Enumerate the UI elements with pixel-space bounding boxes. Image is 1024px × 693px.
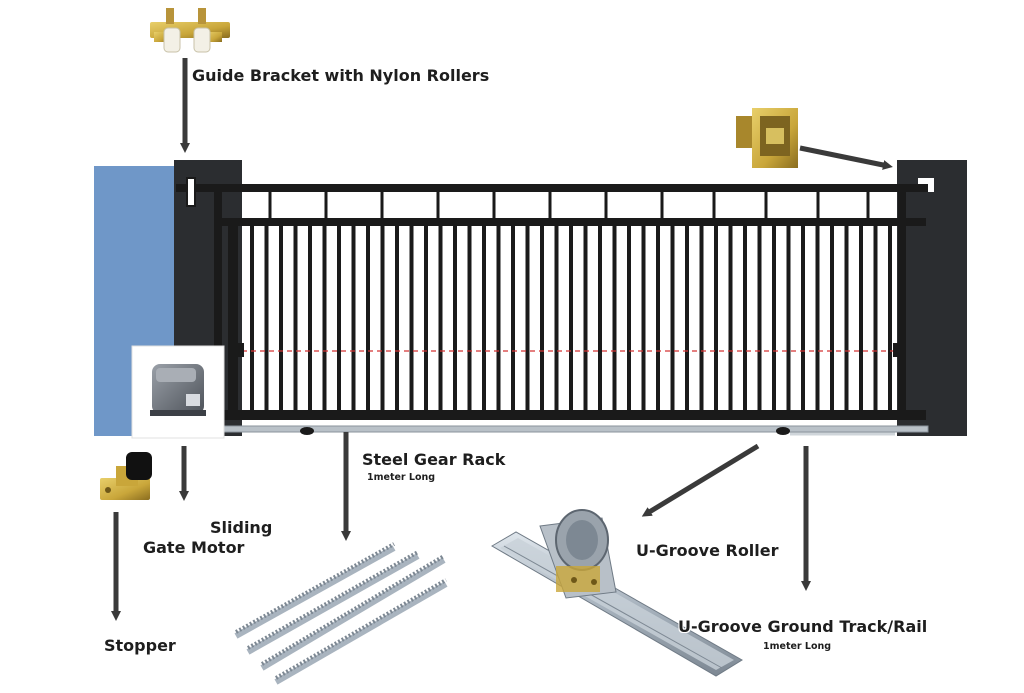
gate-picket	[569, 226, 573, 412]
gate-picket	[409, 226, 414, 412]
gate-picket	[525, 226, 530, 412]
gate-picket	[496, 226, 501, 412]
gear-rack-bar	[234, 545, 396, 639]
end-catch-bracket-icon	[736, 108, 798, 168]
gate-picket	[540, 226, 544, 412]
gear-rack-bar	[246, 553, 420, 655]
u-groove-track-label: U-Groove Ground Track/Rail	[678, 617, 928, 636]
gate-picket	[554, 226, 559, 412]
stopper-icon	[100, 452, 152, 500]
gate-picket	[424, 226, 428, 412]
upper-panel-dividers	[268, 190, 870, 220]
gate-picket	[757, 226, 762, 412]
gate-picket	[380, 226, 385, 412]
gate-picket	[308, 226, 312, 412]
gate-picket	[714, 226, 718, 412]
guide-bracket-label: Guide Bracket with Nylon Rollers	[192, 66, 490, 85]
gear-rack-teeth	[275, 578, 447, 680]
gear-rack-bar	[274, 581, 448, 685]
gate-picket	[772, 226, 776, 412]
gate-picket	[801, 226, 805, 412]
gate-picket	[685, 226, 689, 412]
gate-picket	[859, 226, 863, 412]
gate-picket	[627, 226, 631, 412]
left-stop-block	[238, 343, 244, 357]
gate-picket	[395, 226, 399, 412]
gate-picket	[293, 226, 298, 412]
gate-picket	[612, 226, 617, 412]
stopper-label: Stopper	[104, 636, 176, 655]
gate-picket	[844, 226, 849, 412]
gear-rack-icon	[234, 542, 448, 685]
gate-left-post	[214, 190, 222, 416]
arrows	[111, 58, 893, 621]
gate-picket	[366, 226, 370, 412]
arrow-end-catch	[799, 145, 893, 170]
u-groove-roller-label: U-Groove Roller	[636, 541, 779, 560]
gate-picket	[453, 226, 457, 412]
motor-icon	[131, 345, 225, 439]
gate-picket	[250, 226, 254, 412]
gate-bottom-rail	[214, 410, 926, 420]
gate-wheel-left	[300, 427, 314, 435]
right-stop-block	[893, 343, 899, 357]
gear-rack-bar	[260, 557, 446, 671]
gate-pickets	[250, 226, 892, 412]
gate-picket	[598, 226, 602, 412]
gate-picket	[322, 226, 327, 412]
u-groove-roller-icon	[539, 509, 617, 599]
gate-left-post-2	[228, 222, 238, 416]
gate-picket	[279, 226, 283, 412]
gate-picket	[786, 226, 791, 412]
u-groove-track-note: 1meter Long	[763, 641, 832, 652]
gate-picket	[873, 226, 878, 412]
arrow-u-groove-roller	[641, 443, 760, 517]
gate-picket	[467, 226, 472, 412]
gate-picket	[583, 226, 588, 412]
gate-right-post	[898, 190, 906, 416]
gate-picket	[743, 226, 747, 412]
gate-picket	[351, 226, 356, 412]
gate-picket	[670, 226, 675, 412]
gate-picket	[656, 226, 660, 412]
gate-mid-rail	[214, 218, 926, 226]
gate-picket	[830, 226, 834, 412]
gate-motor-label: Gate Motor	[143, 538, 245, 557]
gate-picket	[728, 226, 733, 412]
gate-picket	[511, 226, 515, 412]
gate-picket	[482, 226, 486, 412]
gate-wheel-right	[776, 427, 790, 435]
gate-picket	[264, 226, 269, 412]
gear-rack-teeth	[235, 542, 395, 634]
steel-gear-rack-label: Steel Gear Rack	[362, 450, 506, 469]
ground-track	[221, 425, 929, 433]
gate-top-rail	[176, 184, 928, 192]
gear-rack-teeth	[247, 550, 419, 650]
guide-post	[186, 177, 196, 207]
guide-bracket-icon	[150, 8, 230, 53]
gate-picket	[641, 226, 646, 412]
gate-picket	[337, 226, 341, 412]
right-pillar	[897, 160, 967, 436]
gate-picket	[699, 226, 704, 412]
steel-gear-rack-note: 1meter Long	[367, 472, 436, 483]
gate-picket	[888, 226, 892, 412]
gate-picket	[438, 226, 443, 412]
gear-rack-teeth	[260, 554, 446, 666]
sliding-label: Sliding	[210, 518, 273, 537]
gate-picket	[815, 226, 820, 412]
